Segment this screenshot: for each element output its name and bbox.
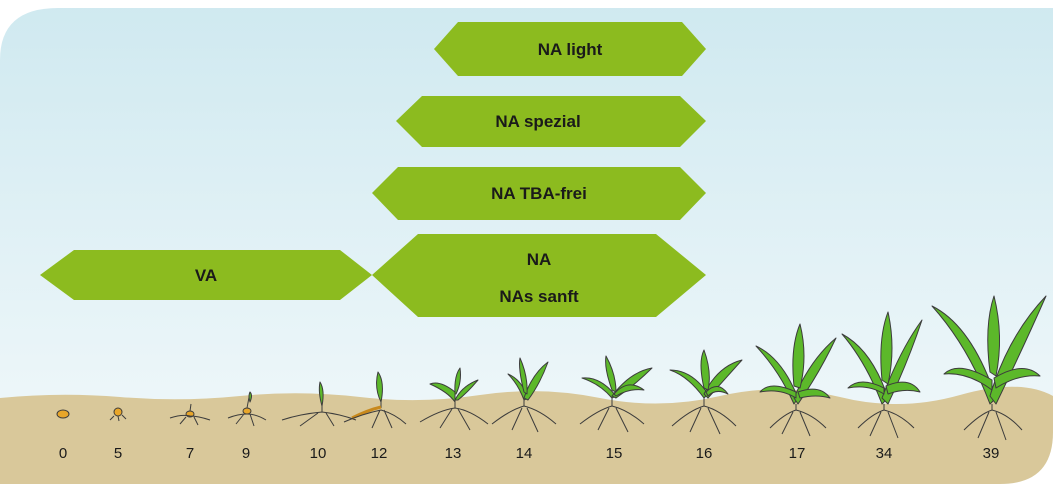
stage-label: 0: [59, 445, 67, 462]
label-na-spezial: NA spezial: [495, 112, 580, 131]
stage-label: 39: [983, 445, 1000, 462]
stage-label: 5: [114, 445, 122, 462]
stage-labels: 0 5 7 9 10 12 13 14 15 16 17 34 39: [59, 445, 1000, 462]
stage-label: 14: [516, 445, 533, 462]
plant-stage-39: [931, 295, 1047, 441]
ground: [0, 386, 1053, 484]
label-va: VA: [195, 266, 217, 285]
stage-label: 16: [696, 445, 713, 462]
stage-label: 15: [606, 445, 623, 462]
arrow-va: VA: [40, 250, 372, 300]
arrow-na-spezial: NA spezial: [396, 96, 706, 147]
stage-label: 17: [789, 445, 806, 462]
arrow-na: NA NAs sanft: [372, 234, 706, 317]
stage-label: 12: [371, 445, 388, 462]
label-na-tba-frei: NA TBA-frei: [491, 184, 587, 203]
plant-stage-15: [579, 355, 653, 433]
seedling-stage-12: [343, 371, 407, 429]
plant-stage-14: [491, 357, 557, 433]
plant-stage-16: [669, 349, 743, 435]
seedling-stage-10: [281, 381, 357, 427]
seed-stage-0: [56, 409, 70, 419]
arrow-na-light: NA light: [434, 22, 706, 76]
label-nas-sanft: NAs sanft: [499, 287, 579, 306]
stage-label: 10: [310, 445, 327, 462]
arrow-na-tba-frei: NA TBA-frei: [372, 167, 706, 220]
seed-stage-5: [109, 407, 127, 422]
stage-label: 34: [876, 445, 893, 462]
stage-label: 7: [186, 445, 194, 462]
label-na-light: NA light: [538, 40, 603, 59]
plant-stage-17: [755, 323, 837, 437]
plant-stage-34: [841, 311, 923, 439]
seedling-stage-9: [227, 391, 267, 427]
plant-illustrations: [56, 295, 1047, 441]
seedling-stage-7: [169, 403, 211, 426]
stage-label: 13: [445, 445, 462, 462]
plant-stage-13: [419, 367, 489, 431]
stage-label: 9: [242, 445, 250, 462]
label-na: NA: [527, 250, 552, 269]
